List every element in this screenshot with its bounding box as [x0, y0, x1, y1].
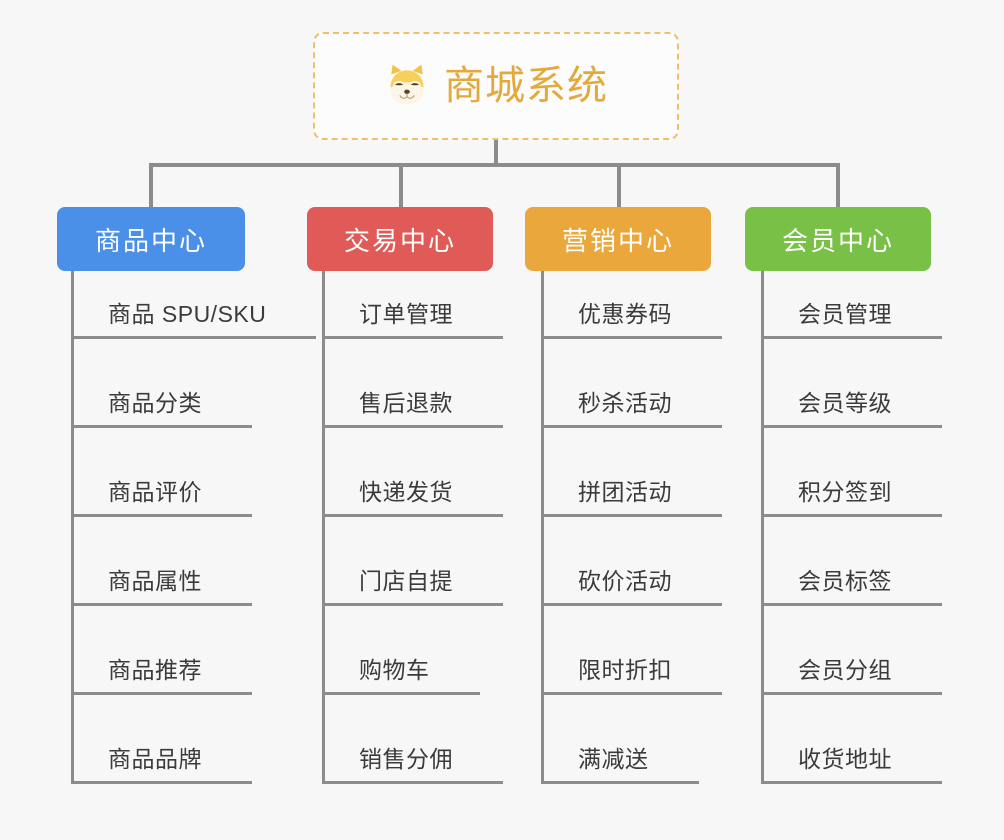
leaf-item-label: 优惠券码 — [578, 301, 672, 327]
leaf-item-label: 砍价活动 — [578, 568, 672, 594]
leaf-item-label: 秒杀活动 — [578, 390, 672, 416]
leaf-item[interactable]: 门店自提 — [325, 566, 503, 606]
leaf-item[interactable]: 会员等级 — [764, 388, 942, 428]
leaf-item-label: 拼团活动 — [578, 479, 672, 505]
leaf-item[interactable]: 限时折扣 — [544, 655, 722, 695]
leaf-spine — [761, 271, 764, 784]
leaf-item[interactable]: 积分签到 — [764, 477, 942, 517]
leaf-item[interactable]: 秒杀活动 — [544, 388, 722, 428]
leaf-item[interactable]: 商品评价 — [74, 477, 252, 517]
leaf-item-label: 会员等级 — [798, 390, 892, 416]
root-node-shopping-mall-system[interactable]: 商城系统 — [313, 32, 679, 140]
root-title: 商城系统 — [444, 64, 608, 108]
connector-drop-branch-4 — [836, 163, 840, 209]
leaf-item[interactable]: 商品推荐 — [74, 655, 252, 695]
leaf-item-label: 商品评价 — [108, 479, 202, 505]
leaf-item-label: 商品 SPU/SKU — [108, 301, 267, 327]
branch-node-trade-center[interactable]: 交易中心 — [307, 207, 493, 271]
leaf-item-label: 售后退款 — [359, 390, 453, 416]
leaf-item-label: 购物车 — [359, 657, 430, 683]
branch-node-marketing-center[interactable]: 营销中心 — [525, 207, 711, 271]
leaf-spine — [71, 271, 74, 784]
leaf-item-label: 门店自提 — [359, 568, 453, 594]
branch-node-product-center[interactable]: 商品中心 — [57, 207, 245, 271]
connector-drop-branch-3 — [617, 163, 621, 209]
leaf-item-label: 会员管理 — [798, 301, 892, 327]
branch-label: 商品中心 — [94, 225, 207, 256]
branch-label: 会员中心 — [781, 225, 894, 256]
leaf-item[interactable]: 收货地址 — [764, 744, 942, 784]
branch-label: 交易中心 — [343, 225, 456, 256]
connector-drop-branch-2 — [399, 163, 403, 209]
leaf-item-label: 收货地址 — [798, 746, 892, 772]
leaf-item-label: 商品属性 — [108, 568, 202, 594]
leaf-item-label: 会员分组 — [798, 657, 892, 683]
branch-node-member-center[interactable]: 会员中心 — [745, 207, 931, 271]
leaf-item-label: 限时折扣 — [578, 657, 672, 683]
leaf-item[interactable]: 会员管理 — [764, 299, 942, 339]
leaf-item[interactable]: 会员标签 — [764, 566, 942, 606]
leaf-spine — [541, 271, 544, 784]
leaf-item-label: 商品品牌 — [108, 746, 202, 772]
leaf-item-label: 会员标签 — [798, 568, 892, 594]
connector-horizontal-bus — [150, 163, 840, 167]
leaf-item[interactable]: 订单管理 — [325, 299, 503, 339]
leaf-item-label: 快递发货 — [359, 479, 453, 505]
connector-root-trunk — [494, 140, 498, 167]
leaf-spine — [322, 271, 325, 784]
leaf-item-label: 积分签到 — [798, 479, 892, 505]
leaf-item-label: 商品推荐 — [108, 657, 202, 683]
leaf-item[interactable]: 商品 SPU/SKU — [74, 299, 316, 339]
leaf-item[interactable]: 商品属性 — [74, 566, 252, 606]
leaf-item[interactable]: 优惠券码 — [544, 299, 722, 339]
leaf-item-label: 商品分类 — [108, 390, 202, 416]
leaf-item[interactable]: 售后退款 — [325, 388, 503, 428]
leaf-item[interactable]: 销售分佣 — [325, 744, 503, 784]
leaf-item[interactable]: 拼团活动 — [544, 477, 722, 517]
connector-drop-branch-1 — [149, 163, 153, 209]
leaf-item[interactable]: 商品品牌 — [74, 744, 252, 784]
leaf-item-label: 销售分佣 — [359, 746, 453, 772]
branch-label: 营销中心 — [561, 225, 674, 256]
leaf-item-label: 订单管理 — [359, 301, 453, 327]
shiba-dog-icon — [390, 64, 424, 104]
leaf-item-label: 满减送 — [578, 746, 649, 772]
leaf-item[interactable]: 快递发货 — [325, 477, 503, 517]
leaf-item[interactable]: 满减送 — [544, 744, 699, 784]
leaf-item[interactable]: 购物车 — [325, 655, 480, 695]
leaf-item[interactable]: 商品分类 — [74, 388, 252, 428]
leaf-item[interactable]: 砍价活动 — [544, 566, 722, 606]
leaf-item[interactable]: 会员分组 — [764, 655, 942, 695]
